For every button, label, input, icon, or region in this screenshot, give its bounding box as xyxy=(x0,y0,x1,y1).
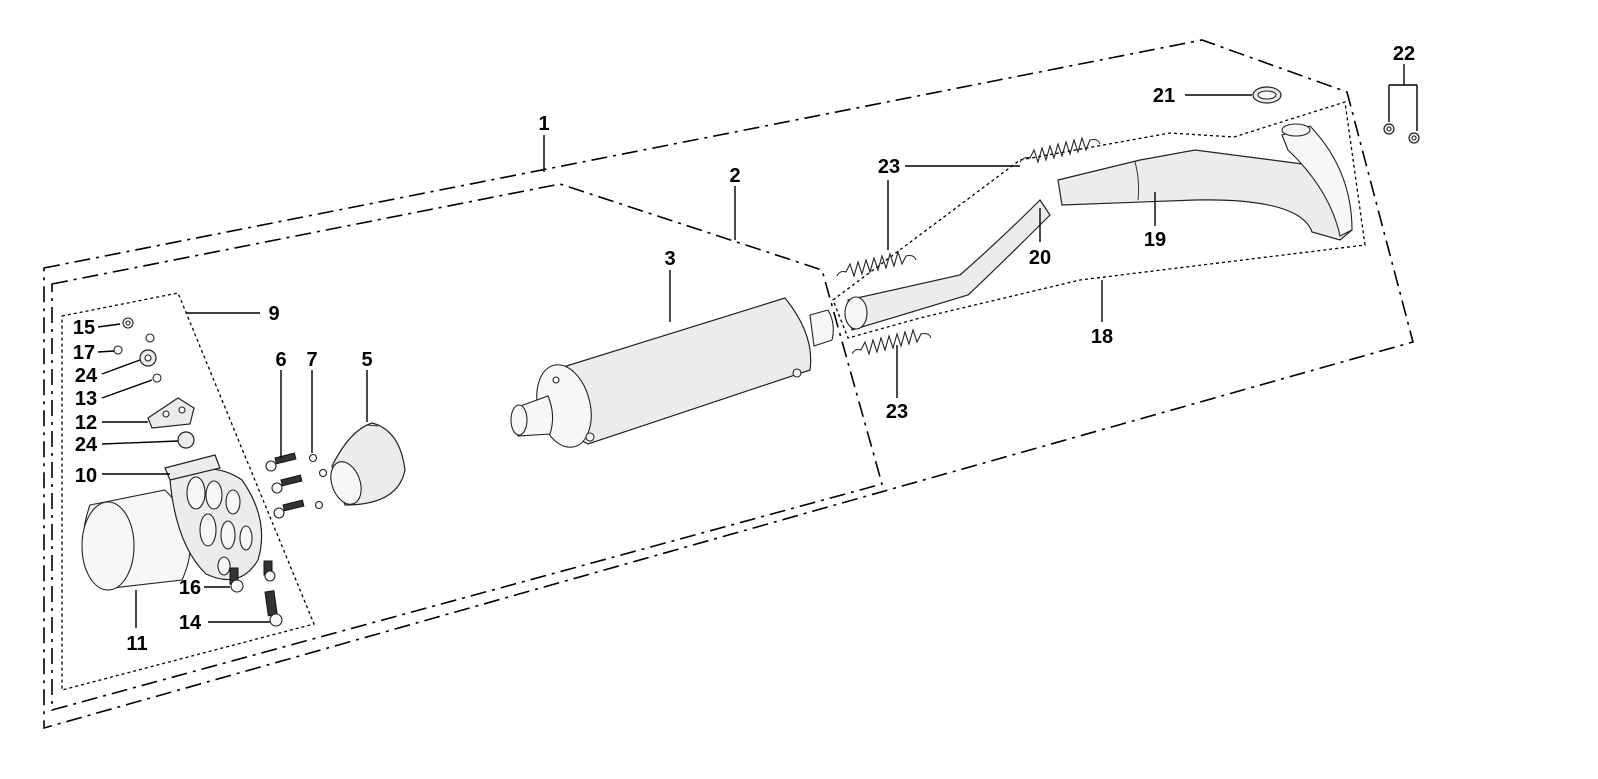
small-hardware-group xyxy=(113,317,195,449)
assembly-2-frame xyxy=(51,183,883,712)
callout-1: 1 xyxy=(538,113,549,135)
callout-24-upper: 24 xyxy=(75,365,98,387)
assembly-18-frame xyxy=(832,101,1366,339)
callout-labels: 1 2 3 5 6 7 9 10 11 12 13 14 15 16 17 18… xyxy=(73,43,1415,655)
part-14-16-bolts xyxy=(229,560,283,627)
callout-21: 21 xyxy=(1153,85,1175,107)
callout-6: 6 xyxy=(275,349,286,371)
callout-9: 9 xyxy=(268,303,279,325)
callout-22: 22 xyxy=(1393,43,1415,65)
part-21-gasket xyxy=(1252,86,1282,104)
part-22-nuts xyxy=(1383,123,1420,144)
callout-2: 2 xyxy=(729,165,740,187)
leader-lines xyxy=(97,64,1418,628)
part-19-header-pipe xyxy=(1057,123,1353,241)
callout-20: 20 xyxy=(1029,247,1051,269)
callout-14: 14 xyxy=(179,612,202,634)
callout-13: 13 xyxy=(75,388,97,410)
callout-23-top: 23 xyxy=(878,156,900,178)
part-5-end-cap xyxy=(330,422,406,506)
callout-3: 3 xyxy=(664,248,675,270)
part-7-washers xyxy=(308,453,328,510)
part-3-silencer xyxy=(510,297,834,448)
part-12-bracket xyxy=(147,397,195,429)
callout-7: 7 xyxy=(306,349,317,371)
callout-16: 16 xyxy=(179,577,201,599)
callout-17: 17 xyxy=(73,342,95,364)
part-6-bolts xyxy=(265,452,305,519)
callout-5: 5 xyxy=(361,349,372,371)
callout-10: 10 xyxy=(75,465,97,487)
callout-23-bottom: 23 xyxy=(886,401,908,423)
part-10-end-guard xyxy=(164,454,263,581)
callout-11: 11 xyxy=(126,633,147,655)
part-20-mid-pipe xyxy=(844,199,1051,331)
callout-15: 15 xyxy=(73,317,95,339)
callout-24-lower: 24 xyxy=(75,434,98,456)
assembly-9-frame xyxy=(61,292,315,691)
callout-12: 12 xyxy=(75,412,97,434)
callout-19: 19 xyxy=(1144,229,1166,251)
part-11-sleeve xyxy=(81,489,191,591)
callout-18: 18 xyxy=(1091,326,1113,348)
assembly-1-frame xyxy=(43,39,1414,730)
part-23-springs xyxy=(836,136,1101,356)
